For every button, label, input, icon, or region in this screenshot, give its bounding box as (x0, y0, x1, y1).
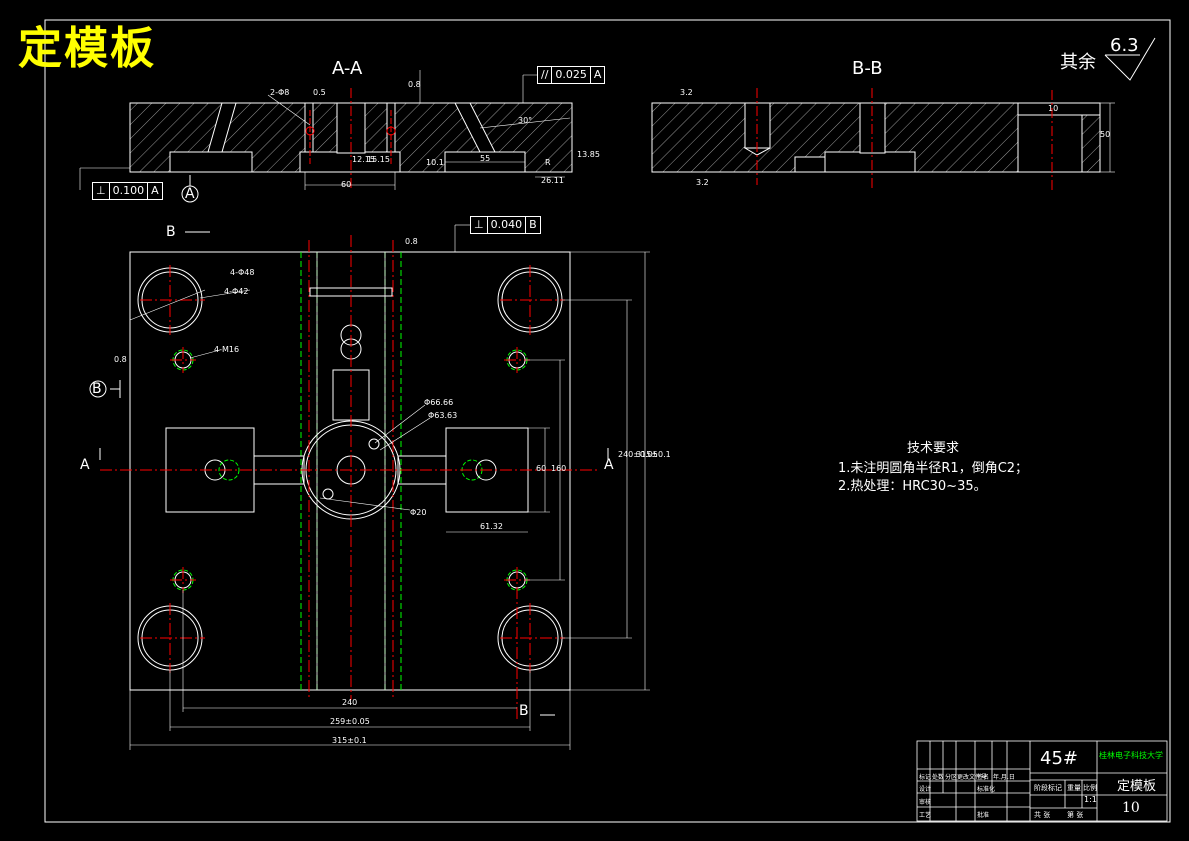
cut-b-top: B (166, 224, 176, 240)
title-part-name: 定模板 (1117, 779, 1157, 794)
tech-line-1: 1.未注明圆角半径R1，倒角C2； (838, 461, 1029, 476)
section-aa-view (79, 70, 573, 190)
title-school: 桂林电子科技大学 (1099, 751, 1163, 760)
title-designer: 设计 (919, 786, 932, 793)
perp-plan-symbol: ⊥ (471, 217, 488, 233)
dim-bb-50: 50 (1100, 130, 1111, 139)
dim-05: 0.5 (313, 88, 326, 97)
dim-bore-b: Φ63.63 (428, 411, 458, 420)
parallel-symbol: // (538, 67, 553, 83)
parallel-datum: A (593, 68, 602, 81)
parallel-tolerance-frame: // 0.025 A (537, 66, 606, 84)
dim-315-h: 315±0.1 (332, 736, 367, 745)
title-sheet: 第 张 (1067, 811, 1084, 819)
title-weight: 重量 (1067, 784, 1081, 792)
dim-bb-10: 10 (1048, 104, 1059, 113)
cut-b-bottom: B (519, 703, 529, 719)
section-aa-label: A-A (332, 58, 363, 79)
dim-259: 259±0.05 (330, 717, 370, 726)
surface-rest-label: 其余 (1060, 52, 1096, 73)
perp-tolerance-frame-plan: ⊥ 0.040 B (470, 216, 541, 234)
tech-heading: 技术要求 (907, 441, 960, 456)
cut-a-right: A (604, 457, 614, 473)
dim-240-v: 240±0.05 (618, 450, 658, 459)
ra-b: 3.2 (680, 88, 693, 97)
dim-tap-holes: 4-M16 (214, 345, 240, 354)
perp-value: 0.100 (110, 183, 149, 199)
dim-guide-holes: 4-Φ42 (224, 287, 249, 296)
title-col-date: 年.月.日 (993, 774, 1015, 781)
datum-a-label: A (185, 186, 195, 202)
sheet-border (44, 19, 1171, 823)
dim-160: 160 (551, 464, 567, 473)
section-bb-label: B-B (852, 58, 883, 79)
title-drawing-no: 10 (1122, 800, 1140, 816)
surface-rest-value: 6.3 (1110, 35, 1139, 56)
title-scale: 1:1 (1084, 795, 1097, 804)
dim-55: 55 (480, 154, 491, 163)
title-col-zone: 分区 (945, 774, 958, 781)
title-material: 45# (1040, 748, 1078, 769)
ra-c: 3.2 (696, 178, 709, 187)
dim-bore-c: Φ20 (410, 508, 427, 517)
title-col-mark: 标记 (919, 774, 932, 781)
dim-12: 12.15 (352, 155, 375, 164)
title-col-count: 处数 (932, 774, 945, 781)
title-col-doc: 更改文件号 (957, 774, 988, 781)
dim-60-plan: 60 (536, 464, 547, 473)
parallel-value: 0.025 (552, 67, 591, 83)
dim-bore-a: Φ66.66 (424, 398, 454, 407)
dim-61: 61.32 (480, 522, 503, 531)
perp-plan-datum: B (529, 218, 537, 231)
tech-line-2: 2.热处理：HRC30~35。 (838, 479, 987, 494)
title-standard: 标准化 (977, 786, 996, 793)
title-col-sign: 签名 (977, 774, 990, 781)
dim-13: 13.85 (577, 150, 600, 159)
perp-symbol: ⊥ (93, 183, 110, 199)
section-bb-view (651, 88, 1115, 190)
ra-a: 0.8 (408, 80, 421, 89)
title-review: 审核 (919, 799, 932, 806)
dim-60-aa: 60 (341, 180, 352, 189)
plan-view (89, 175, 650, 750)
perp-datum: A (151, 184, 159, 197)
ra-plan: 0.8 (405, 237, 418, 246)
dim-315-v: 315±0.1 (636, 450, 671, 459)
drawing-title: 定模板 (18, 23, 156, 74)
technical-requirements: 技术要求 1.未注明圆角半径R1，倒角C2； 2.热处理：HRC30~35。 (838, 440, 1028, 496)
title-sheets: 共 张 (1034, 811, 1051, 819)
datum-b-label: B (92, 381, 102, 397)
perp-plan-value: 0.040 (488, 217, 527, 233)
dim-240-h: 240 (342, 698, 358, 707)
dim-r: R (545, 158, 551, 167)
ra-side: 0.8 (114, 355, 127, 364)
dim-bolt-holes: 4-Φ48 (230, 268, 255, 277)
title-ratio: 比例 (1083, 784, 1097, 792)
dim-30deg: 30° (518, 116, 533, 125)
title-block (916, 740, 1168, 822)
dim-15: 15.15 (367, 155, 390, 164)
title-process: 工艺 (919, 812, 932, 819)
surface-finish-symbol (1104, 37, 1156, 81)
dim-holes-aa: 2-Φ8 (270, 88, 290, 97)
title-approve: 批准 (977, 812, 990, 819)
dim-26: 26.11 (541, 176, 564, 185)
title-stage: 阶段标记 (1034, 784, 1062, 792)
dim-10: 10.1 (426, 158, 444, 167)
perp-tolerance-frame-aa: ⊥ 0.100 A (92, 182, 163, 200)
cut-a-left: A (80, 457, 90, 473)
